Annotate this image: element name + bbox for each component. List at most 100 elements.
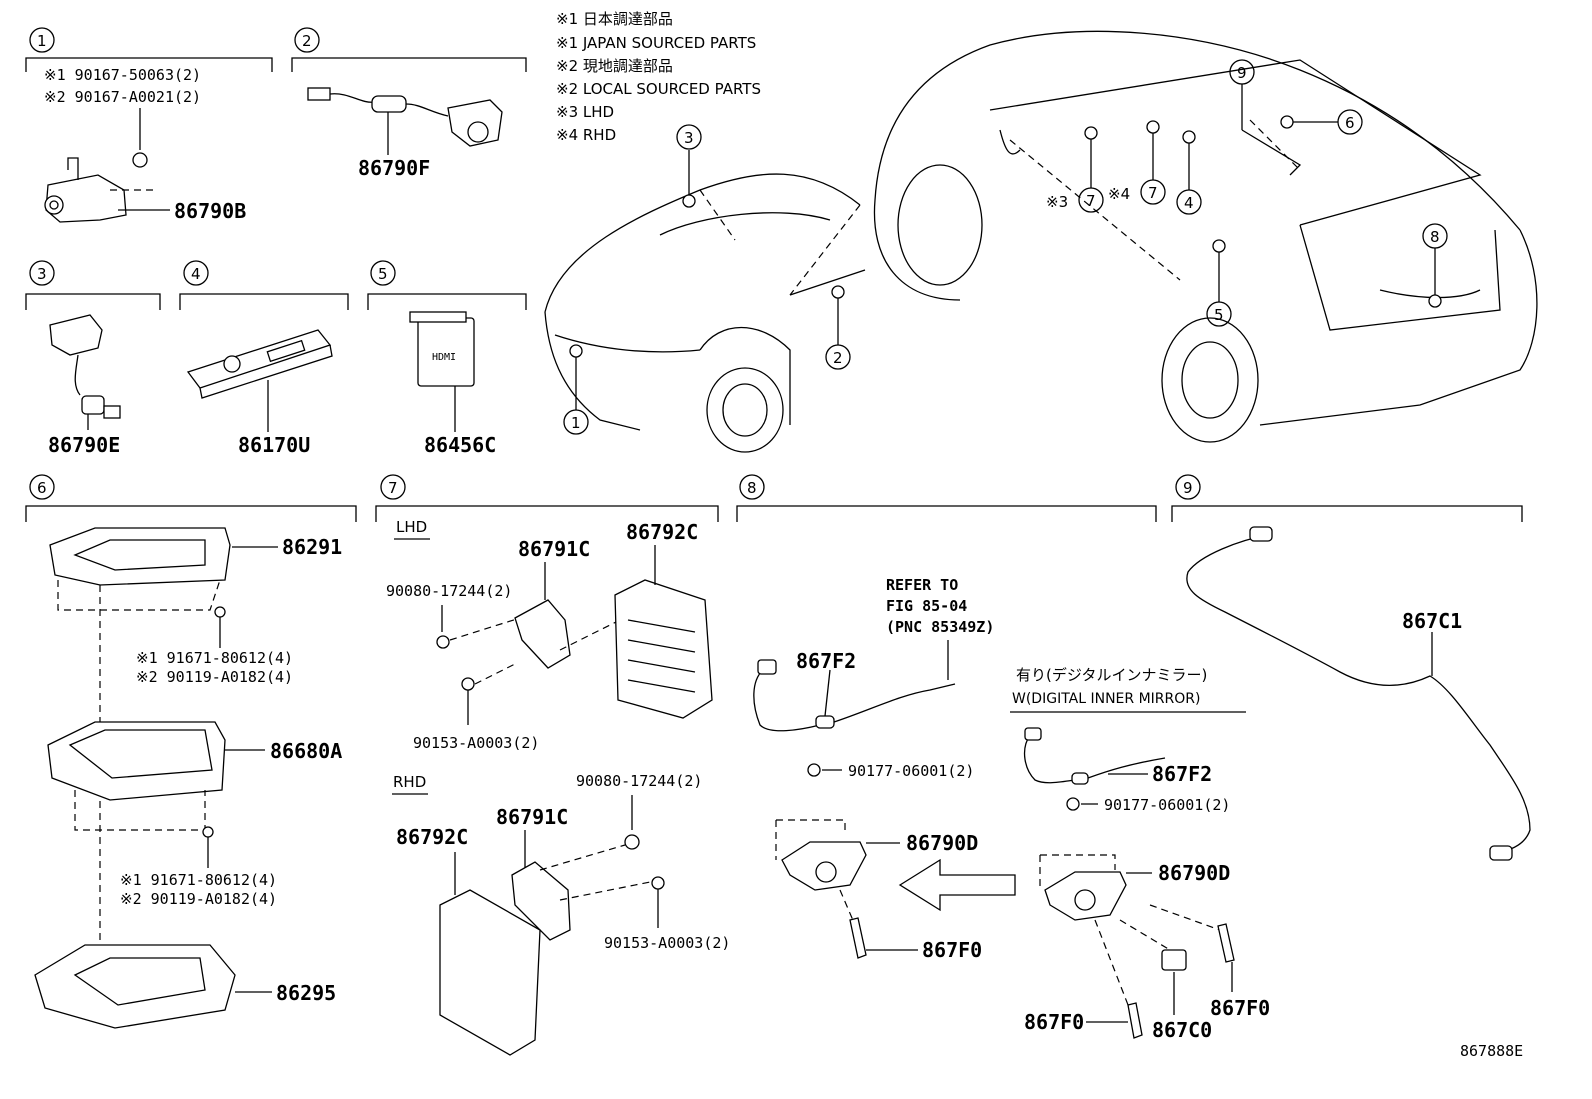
callout-circle-4-vehicle: [1176, 189, 1202, 215]
section-3-camera-harness: 3 86790E: [25, 260, 161, 457]
callout-label-8: 8: [747, 479, 757, 497]
note-3: ※3 LHD: [556, 103, 614, 121]
part-90177-b: 90177-06001(2): [1104, 796, 1230, 814]
part-90119-a: ※2 90119-A0182(4): [136, 668, 293, 686]
part-86790B: 86790B: [174, 199, 246, 223]
camera-cover-icon: [1161, 949, 1187, 971]
callout-label-8-vehicle: 8: [1430, 228, 1440, 246]
harness-icon: [753, 667, 821, 732]
callout-label-2-vehicle: 2: [833, 349, 843, 367]
callout-circle-5: [370, 260, 396, 286]
pin-icon: [849, 917, 867, 959]
section-1-front-camera: 1 ※1 90167-50063(2) ※2 90167-A0021(2) 86…: [25, 27, 273, 223]
part-90177-a: 90177-06001(2): [848, 762, 974, 780]
part-90153-rhd: 90153-A0003(2): [604, 934, 730, 952]
callout-label-9-vehicle: 9: [1237, 64, 1247, 82]
note-1-en: ※1 JAPAN SOURCED PARTS: [556, 34, 756, 52]
clip-icon: [807, 763, 821, 777]
part-867C0: 867C0: [1152, 1018, 1212, 1042]
part-90119-b: ※2 90119-A0182(4): [120, 890, 277, 908]
callout-circle-6: [29, 474, 55, 500]
callout-label-3-vehicle: 3: [684, 129, 694, 147]
section-bracket-9: [1171, 505, 1523, 522]
pin-icon: [1217, 923, 1235, 963]
callout-label-4: 4: [191, 265, 201, 283]
section-9-mirror-harness: 9 867C1: [1171, 474, 1531, 861]
sourcing-notes: ※1 日本調達部品 ※1 JAPAN SOURCED PARTS ※2 現地調達…: [556, 10, 761, 144]
callout-circle-9-vehicle: [1229, 59, 1255, 85]
rear-right-wheel-icon: [1161, 317, 1259, 443]
section-bracket-6: [25, 505, 357, 522]
side-mirror-icon: [999, 129, 1021, 155]
part-86791C-rhd: 86791C: [496, 805, 568, 829]
rear-left-wheel-icon: [897, 164, 983, 286]
callout-circle-6-vehicle: [1337, 109, 1363, 135]
part-867F2-b: 867F2: [1152, 762, 1212, 786]
section-bracket-8: [736, 505, 1157, 522]
callout-circle-3: [29, 260, 55, 286]
rear-camera-icon: [49, 314, 103, 356]
part-86680A: 86680A: [270, 739, 342, 763]
part-86790E: 86790E: [48, 433, 120, 457]
bolt-icon: [132, 152, 148, 168]
direction-arrow-icon: [898, 858, 1016, 912]
part-86295: 86295: [276, 981, 336, 1005]
section-bracket-1: [25, 57, 273, 72]
section-7-camera-ecu: 7 LHD 86791C 86792C 90080-17244(2) 90153…: [375, 474, 730, 1056]
section-bracket-5: [367, 293, 527, 310]
part-90080-rhd: 90080-17244(2): [576, 772, 702, 790]
part-86291: 86291: [282, 535, 342, 559]
mirror-harness-icon: [1186, 534, 1531, 853]
connector-icon: [307, 87, 331, 101]
harness-icon: [1023, 734, 1076, 784]
clip-icon: [1066, 797, 1080, 811]
camera-ecu-icon: [439, 889, 541, 1056]
note-4: ※4 RHD: [556, 126, 616, 144]
rhd-mark: ※4: [1108, 185, 1130, 203]
callout-label-2: 2: [302, 32, 312, 50]
hdmi-label: HDMI: [432, 352, 456, 363]
overhead-display-icon: [47, 721, 226, 801]
callout-label-3: 3: [37, 265, 47, 283]
callout-circle-2-vehicle: [825, 344, 851, 370]
part-867F0-b: 867F0: [1024, 1010, 1084, 1034]
nut-icon: [436, 635, 450, 649]
refer-line-1: REFER TO: [886, 576, 958, 594]
callout-label-7b-vehicle: 7: [1148, 184, 1158, 202]
bracket-icon: [511, 861, 571, 941]
section-8-back-camera: 8 REFER TO FIG 85-04 (PNC 85349Z) 867F2 …: [736, 474, 1270, 1042]
callout-label-7: 7: [388, 479, 398, 497]
front-wheel-icon: [706, 367, 784, 453]
option-label-en: W(DIGITAL INNER MIRROR): [1012, 691, 1200, 707]
screw-icon: [202, 826, 214, 838]
callout-circle-7: [380, 474, 406, 500]
callout-label-5: 5: [378, 265, 388, 283]
display-bezel-icon: [34, 944, 236, 1029]
part-86790F: 86790F: [358, 156, 430, 180]
callout-circle-3-vehicle: [676, 124, 702, 150]
section-6-overhead-display: 6 86291 ※1 91671-80612(4) ※2 90119-A0182…: [25, 474, 357, 1029]
callout-label-6-vehicle: 6: [1345, 114, 1355, 132]
section-2-side-camera: 2 86790F: [291, 27, 527, 180]
callout-label-1: 1: [37, 32, 47, 50]
section-bracket-7: [375, 505, 719, 522]
callout-label-5-vehicle: 5: [1214, 306, 1224, 324]
vehicle-rear-view: 7 ※3 7 ※4 4 6 9 5 8: [873, 30, 1538, 443]
section-bracket-2: [291, 57, 527, 72]
bolt-icon: [651, 876, 665, 890]
callout-circle-2: [294, 27, 320, 53]
note-2-en: ※2 LOCAL SOURCED PARTS: [556, 80, 761, 98]
nut-icon: [624, 834, 640, 850]
callout-label-4-vehicle: 4: [1184, 194, 1194, 212]
callout-circle-9: [1175, 474, 1201, 500]
pin-icon: [1127, 1002, 1143, 1039]
section-bracket-4: [179, 293, 349, 310]
part-867F0-c: 867F0: [1210, 996, 1270, 1020]
callout-circle-4: [183, 260, 209, 286]
bolt-icon: [461, 677, 475, 691]
part-86170U: 86170U: [238, 433, 310, 457]
camera-ecu-icon: [614, 579, 713, 719]
part-867F2-a: 867F2: [796, 649, 856, 673]
part-86791C-lhd: 86791C: [518, 537, 590, 561]
